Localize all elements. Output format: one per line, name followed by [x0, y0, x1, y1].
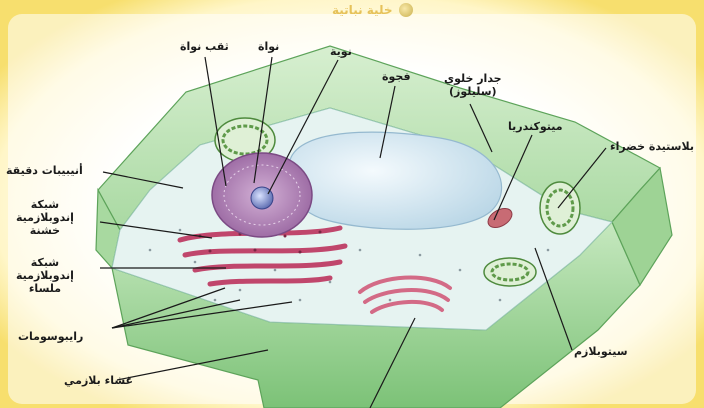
label-rough-er-line1: شبكة: [16, 198, 74, 211]
diagram-title: خلية نباتية: [332, 0, 413, 20]
vacuole-shape: [287, 132, 501, 229]
label-cytoplasm: سيتوبلازم: [574, 345, 628, 358]
label-cell-wall: جدار خلوي (سليلوز): [444, 72, 502, 98]
label-smooth-er-line1: شبكة: [16, 256, 74, 269]
label-mitochondria: ميتوكندريا: [508, 120, 563, 133]
label-nucleus: نواة: [258, 40, 279, 53]
label-cell-wall-line1: جدار خلوي: [444, 72, 502, 85]
label-rough-er: شبكة إندوبلازمية خشنة: [16, 198, 74, 237]
label-cell-wall-line2: (سليلوز): [444, 85, 502, 98]
label-nucleolus: نوية: [330, 45, 352, 58]
title-circle-icon: [399, 3, 413, 17]
label-smooth-er: شبكة إندوبلازمية ملساء: [16, 256, 74, 295]
label-vacuole: فجوة: [382, 70, 411, 83]
label-ribosomes: رايبوسومات: [18, 330, 83, 343]
label-rough-er-line2: إندوبلازمية: [16, 211, 74, 224]
label-nuclear-pore: ثقب نواة: [180, 40, 229, 53]
label-microtubules: أنيبيبات دقيقة: [6, 164, 83, 177]
label-chloroplast: بلاستيدة خضراء: [610, 140, 694, 153]
title-text: خلية نباتية: [332, 3, 393, 17]
label-plasma-membrane: غشاء بلازمي: [64, 374, 133, 387]
label-rough-er-line3: خشنة: [16, 224, 74, 237]
label-smooth-er-line2: إندوبلازمية: [16, 269, 74, 282]
label-smooth-er-line3: ملساء: [16, 282, 74, 295]
